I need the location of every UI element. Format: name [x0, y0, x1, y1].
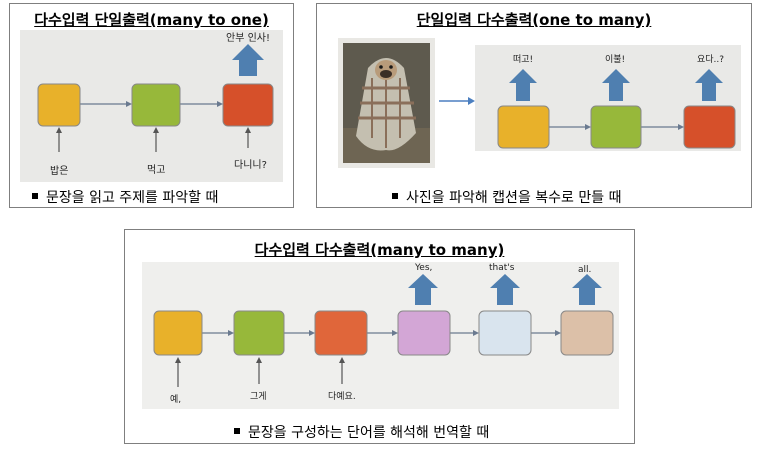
output-label: 이불! [605, 54, 625, 65]
input-label: 그게 [250, 391, 267, 402]
input-label: 다니니? [234, 159, 267, 171]
rnn-diagram-one-to-many: 떠고! 이불! 요다..? [475, 45, 741, 151]
pug-photo [338, 38, 435, 168]
rnn-cell-3 [683, 105, 736, 149]
bullet-icon [392, 193, 398, 199]
rnn-cell-5 [478, 310, 532, 356]
rnn-cell-4 [397, 310, 451, 356]
panel-many-to-one: 다수입력 단일출력(many to one) 밥은 먹고 다니니? 안부 인사!… [9, 3, 294, 208]
rnn-diagram-many-to-many: 예, 그게 다예요. Yes, that's all. [142, 262, 619, 409]
rnn-cell-1 [497, 105, 550, 149]
output-label: that's [489, 263, 515, 273]
rnn-cell-3 [222, 83, 274, 127]
rnn-cell-2 [590, 105, 642, 149]
panel-title: 다수입력 단일출력(many to one) [34, 11, 269, 29]
arrow-icon [439, 97, 475, 105]
output-arrow [572, 274, 602, 305]
panel-one-to-many: 단일입력 다수출력(one to many) [316, 3, 752, 208]
panel-title: 다수입력 다수출력(many to many) [254, 241, 505, 259]
output-arrow [695, 69, 723, 101]
bullet-icon [234, 428, 240, 434]
rnn-cell-3 [314, 310, 368, 356]
rnn-cell-1 [153, 310, 203, 356]
output-label: Yes, [414, 263, 432, 273]
caption: 문장을 읽고 주제를 파악할 때 [32, 187, 218, 207]
input-label: 밥은 [50, 165, 68, 177]
rnn-cell-2 [233, 310, 285, 356]
panel-title: 단일입력 다수출력(one to many) [416, 11, 652, 29]
caption: 사진을 파악해 캡션을 복수로 만들 때 [392, 187, 621, 207]
rnn-diagram-many-to-one: 밥은 먹고 다니니? 안부 인사! [20, 30, 283, 182]
bullet-icon [32, 193, 38, 199]
input-label: 예, [170, 394, 181, 405]
output-arrow [509, 69, 537, 101]
rnn-cell-6 [560, 310, 614, 356]
output-label: 요다..? [697, 54, 724, 65]
input-label: 먹고 [147, 164, 165, 176]
rnn-cell-2 [131, 83, 181, 127]
output-arrow [602, 69, 630, 101]
output-label: 떠고! [513, 54, 533, 65]
input-label: 다예요. [328, 391, 356, 402]
output-label: all. [578, 265, 591, 275]
rnn-cell-1 [37, 83, 81, 127]
panel-many-to-many: 다수입력 다수출력(many to many) 예, 그게 [124, 229, 635, 444]
output-arrow [232, 44, 264, 76]
caption: 문장을 구성하는 단어를 해석해 번역할 때 [234, 422, 489, 442]
output-label: 안부 인사! [226, 32, 270, 44]
output-arrow [408, 274, 438, 305]
output-arrow [490, 274, 520, 305]
